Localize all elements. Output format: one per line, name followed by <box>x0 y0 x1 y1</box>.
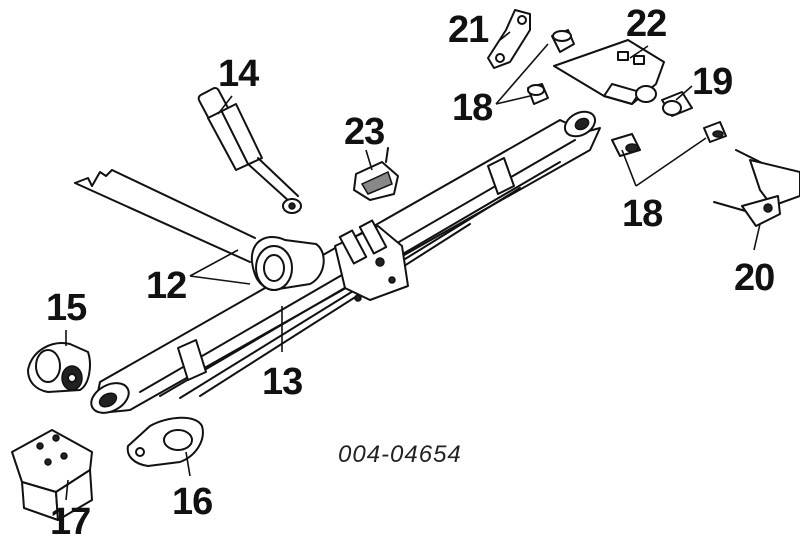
callout-21: 21 <box>448 9 489 51</box>
bushings-18-upper <box>527 29 575 105</box>
shock-absorber <box>197 87 302 214</box>
callout-18-upper: 18 <box>452 87 492 129</box>
callout-16: 16 <box>172 481 212 523</box>
leaf-spring <box>90 110 601 414</box>
illustration-number: 004-04654 <box>338 441 462 468</box>
bushings-18-lower <box>611 121 727 157</box>
axle-bump-stop <box>250 235 325 291</box>
callout-22: 22 <box>626 3 666 45</box>
callout-13: 13 <box>262 361 302 403</box>
frame-rail <box>74 169 256 263</box>
shackle-plate-21 <box>487 9 531 69</box>
leader-lines <box>65 31 761 501</box>
callout-labels: 14 12 13 23 15 16 17 21 18 22 19 18 20 <box>46 3 775 538</box>
callout-23: 23 <box>344 111 384 153</box>
callout-14: 14 <box>218 53 259 95</box>
shackle-20 <box>713 149 800 227</box>
bushing-19 <box>661 91 693 117</box>
callout-18-lower: 18 <box>622 193 662 235</box>
hanger-bracket-22 <box>553 39 665 105</box>
bracket-16 <box>126 416 204 467</box>
bracket-23 <box>353 147 399 201</box>
callout-17: 17 <box>50 501 90 538</box>
callout-20: 20 <box>734 257 774 299</box>
callout-15: 15 <box>46 287 87 329</box>
callout-12: 12 <box>146 265 186 307</box>
callout-19: 19 <box>692 61 732 103</box>
bracket-17 <box>11 429 93 521</box>
front-hanger-15 <box>27 342 91 393</box>
